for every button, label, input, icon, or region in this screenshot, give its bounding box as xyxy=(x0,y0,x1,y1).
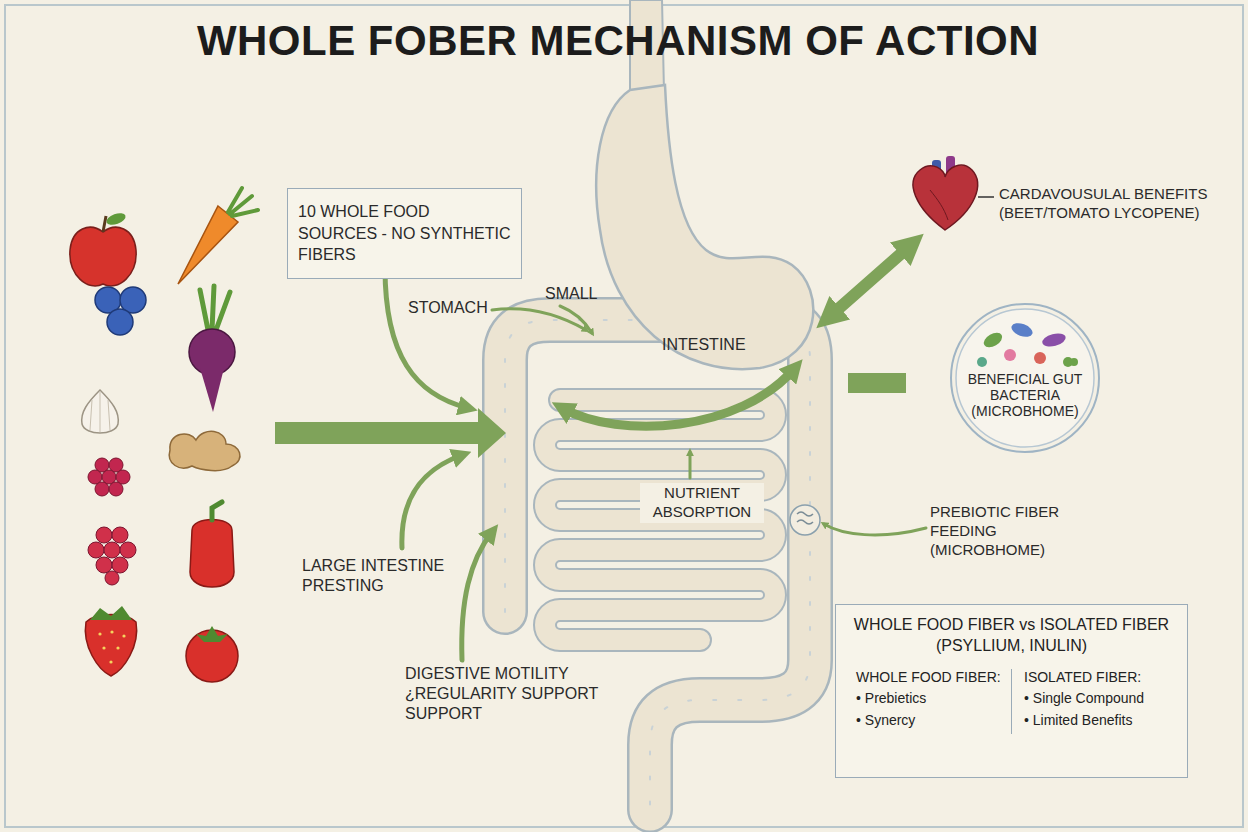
circle-text: BENEFICIAL GUT BACTERIA (MICROBHOME) xyxy=(965,371,1085,419)
column-heading: WHOLE FOOD FIBER: xyxy=(856,669,1001,686)
flow-arrows xyxy=(275,244,926,660)
list-item: • Synercy xyxy=(856,712,1001,729)
heart-icon xyxy=(913,156,994,230)
food-icons xyxy=(70,188,258,682)
diagram-title: WHOLE FOBER MECHANISM OF ACTION xyxy=(0,16,1242,66)
microbiome-circle: BENEFICIAL GUT BACTERIA (MICROBHOME) xyxy=(950,303,1100,453)
small-intestine xyxy=(545,400,775,640)
list-item: • Single Compound xyxy=(1024,690,1169,707)
intestine-label: INTESTINE xyxy=(662,335,746,355)
list-item: • Prebietics xyxy=(856,690,1001,707)
benefit-label: CARDAVOUSULAL BENEFITS (BEET/TOMATO LYCO… xyxy=(999,185,1214,223)
stomach-label: STOMACH xyxy=(408,298,488,318)
motility-label: DIGESTIVE MOTILITY ¿REGULARITY SUPPORT S… xyxy=(405,664,617,724)
source-box: 10 WHOLE FOOD SOURCES - NO SYNTHETIC FIB… xyxy=(287,188,522,279)
comparison-box: WHOLE FOOD FIBER vs ISOLATED FIBER (PSYL… xyxy=(835,604,1188,778)
column-heading: ISOLATED FIBER: xyxy=(1024,669,1169,686)
large-intestine xyxy=(505,320,810,810)
colon-label: LARGE INTESTINE PRESTING xyxy=(302,556,472,596)
small-label: SMALL xyxy=(545,284,597,304)
comparison-columns: WHOLE FOOD FIBER: • Prebietics • Synercy IS… xyxy=(848,669,1175,734)
comparison-heading: WHOLE FOOD FIBER vs ISOLATED FIBER (PSYL… xyxy=(848,615,1175,657)
list-item: • Limited Benefits xyxy=(1024,712,1169,729)
frame xyxy=(5,5,1243,827)
microbiome-spot xyxy=(790,505,820,535)
bacteria-icons xyxy=(956,309,1094,447)
isolated-column: ISOLATED FIBER: • Single Compound • Limite… xyxy=(1011,669,1175,734)
absorption-label: NUTRIENT ABSORPTION xyxy=(640,483,764,523)
whole-food-column: WHOLE FOOD FIBER: • Prebietics • Synercy xyxy=(848,669,1011,734)
prebiotic-label: PREBIOTIC FIBER FEEDING (MICROBHOME) xyxy=(930,503,1095,559)
box-text: 10 WHOLE FOOD SOURCES - NO SYNTHETIC FIB… xyxy=(298,201,511,266)
